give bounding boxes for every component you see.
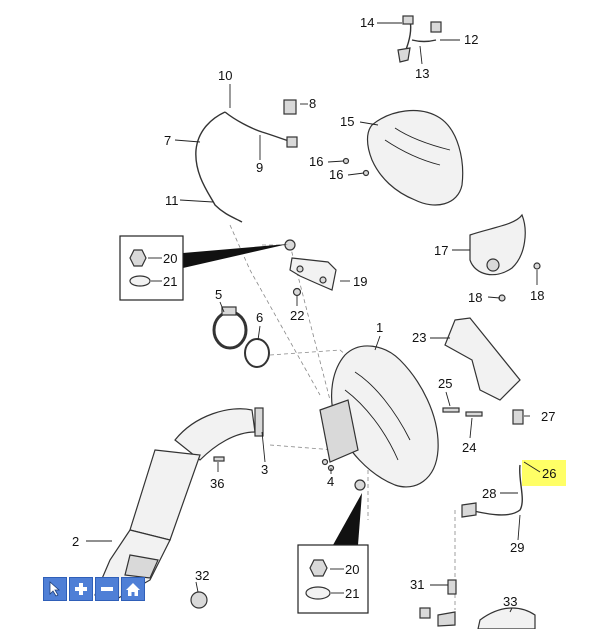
callout-labels: 1 2 3 4 5 6 7 8 9 10 11 12 13 14 15 16 1… (72, 15, 556, 609)
catalytic-converter (319, 345, 439, 488)
callout-7: 7 (164, 133, 171, 148)
callout-11: 11 (165, 193, 179, 208)
callout-5: 5 (215, 287, 222, 302)
zoom-in-button[interactable] (69, 577, 93, 601)
oxygen-sensor-upper (397, 15, 442, 63)
callout-23: 23 (412, 330, 426, 345)
callout-32: 32 (195, 568, 209, 583)
home-icon (126, 582, 140, 596)
callout-24: 24 (462, 440, 476, 455)
callout-19: 19 (353, 274, 367, 289)
detail-inset-lower (297, 493, 369, 614)
support-bracket (444, 317, 521, 401)
callout-15: 15 (340, 114, 354, 129)
callout-6: 6 (256, 310, 263, 325)
callout-13: 13 (415, 66, 429, 81)
callout-18a: 18 (468, 290, 482, 305)
zoom-out-button[interactable] (95, 577, 119, 601)
callout-18b: 18 (530, 288, 544, 303)
callout-8: 8 (309, 96, 316, 111)
fasteners (213, 157, 541, 629)
callout-27: 27 (541, 409, 555, 424)
heat-shield-upper (366, 110, 464, 206)
oxygen-sensor-front (195, 99, 298, 223)
callout-1: 1 (376, 320, 383, 335)
detail-inset-upper (119, 235, 288, 301)
bracket (289, 257, 337, 291)
callout-25: 25 (438, 376, 452, 391)
front-exhaust-pipe (94, 407, 264, 601)
nut (190, 591, 208, 609)
viewer-toolbar (43, 577, 145, 601)
callout-highlight (522, 460, 566, 486)
callout-14: 14 (360, 15, 374, 30)
callout-16a: 16 (309, 154, 323, 169)
callout-4: 4 (327, 474, 334, 489)
callout-21a: 21 (163, 274, 177, 289)
callout-29: 29 (510, 540, 524, 555)
cursor-icon (49, 581, 61, 597)
callout-33: 33 (503, 594, 517, 609)
callout-26: 26 (542, 466, 556, 481)
leader-lines (86, 22, 541, 613)
callout-22: 22 (290, 308, 304, 323)
select-button[interactable] (43, 577, 67, 601)
heat-shield-lower (469, 213, 526, 276)
home-button[interactable] (121, 577, 145, 601)
callout-10: 10 (218, 68, 232, 83)
plus-icon (75, 583, 87, 595)
clamp (212, 306, 248, 350)
callout-17: 17 (434, 243, 448, 258)
callout-28: 28 (482, 486, 496, 501)
callout-2: 2 (72, 534, 79, 549)
callout-16b: 16 (329, 167, 343, 182)
callout-12: 12 (464, 32, 478, 47)
callout-3: 3 (261, 462, 268, 477)
gasket (244, 338, 270, 368)
callout-20b: 20 (345, 562, 359, 577)
callout-31: 31 (410, 577, 424, 592)
callout-36: 36 (210, 476, 224, 491)
minus-icon (101, 587, 113, 591)
callout-21b: 21 (345, 586, 359, 601)
oxygen-sensor-rear (461, 409, 524, 518)
callout-20a: 20 (163, 251, 177, 266)
callout-9: 9 (256, 160, 263, 175)
